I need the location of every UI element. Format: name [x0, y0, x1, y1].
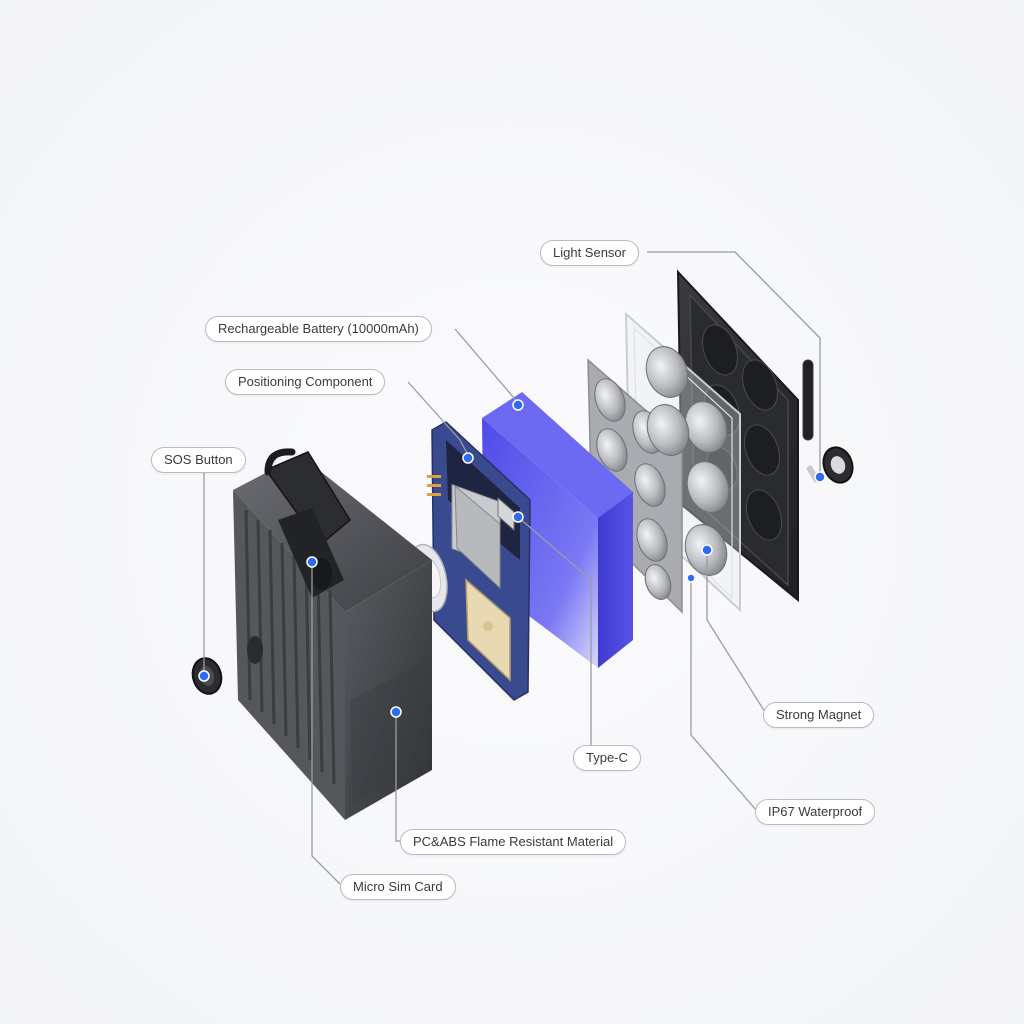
light-sensor-parts: [802, 359, 854, 484]
callout-light-sensor: Light Sensor: [540, 240, 639, 266]
callout-positioning: Positioning Component: [225, 369, 386, 395]
callout-sos-button: SOS Button: [151, 447, 246, 473]
callout-type-c: Type-C: [573, 745, 641, 771]
callout-sim-card: Micro Sim Card: [340, 874, 456, 900]
pcb-board: [427, 421, 531, 701]
port-cover: [264, 448, 351, 598]
callout-battery: Rechargeable Battery (10000mAh): [205, 316, 432, 342]
loose-magnets: [645, 346, 730, 576]
callout-material: PC&ABS Flame Resistant Material: [400, 829, 627, 855]
callout-strong-magnet: Strong Magnet: [763, 702, 875, 728]
marker-dots: [198, 399, 826, 718]
callout-waterproof: IP67 Waterproof: [755, 799, 876, 825]
